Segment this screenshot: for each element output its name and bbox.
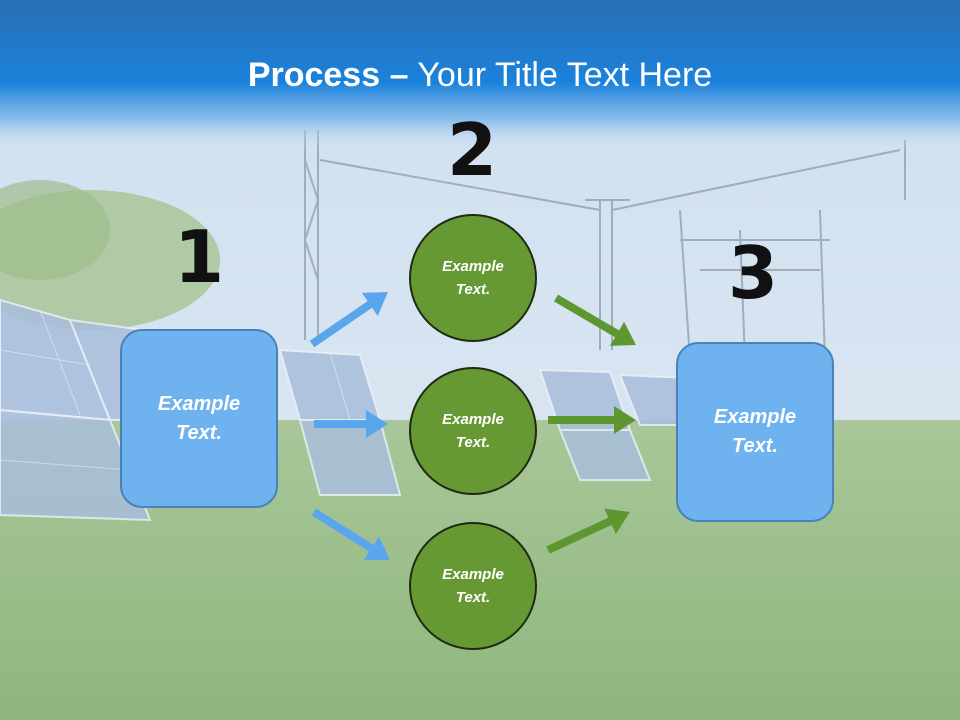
step-1-box: Example Text.	[120, 329, 278, 508]
title-rest: Your Title Text Here	[417, 56, 713, 94]
step-2-circle-bottom: Example Text.	[409, 522, 537, 650]
arrow-1-to-2-middle	[314, 410, 388, 438]
arrow-2-bottom-to-3	[546, 508, 630, 554]
step-2-circle-top: Example Text.	[409, 214, 537, 342]
step-1-text: Example Text.	[157, 392, 241, 444]
step-2-text-top: Example Text.	[442, 258, 504, 298]
step-number-1: 1	[173, 215, 225, 299]
arrow-1-to-2-bottom	[311, 508, 390, 561]
step-3-text: Example Text.	[713, 406, 797, 457]
title-bold: Process	[247, 56, 381, 94]
arrow-2-middle-to-3	[548, 406, 636, 434]
title-separator: –	[389, 56, 409, 94]
step-2-circle-middle: Example Text.	[409, 367, 537, 495]
step-3-box: Example Text.	[676, 342, 834, 522]
step-2-text-middle: Example Text.	[442, 411, 504, 451]
arrow-2-top-to-3	[554, 294, 636, 346]
step-number-2: 2	[446, 108, 498, 192]
step-number-3: 3	[727, 231, 779, 315]
step-2-text-bottom: Example Text.	[442, 566, 504, 606]
slide-title: Process – Your Title Text Here	[0, 52, 960, 98]
arrow-1-to-2-top	[309, 292, 388, 348]
